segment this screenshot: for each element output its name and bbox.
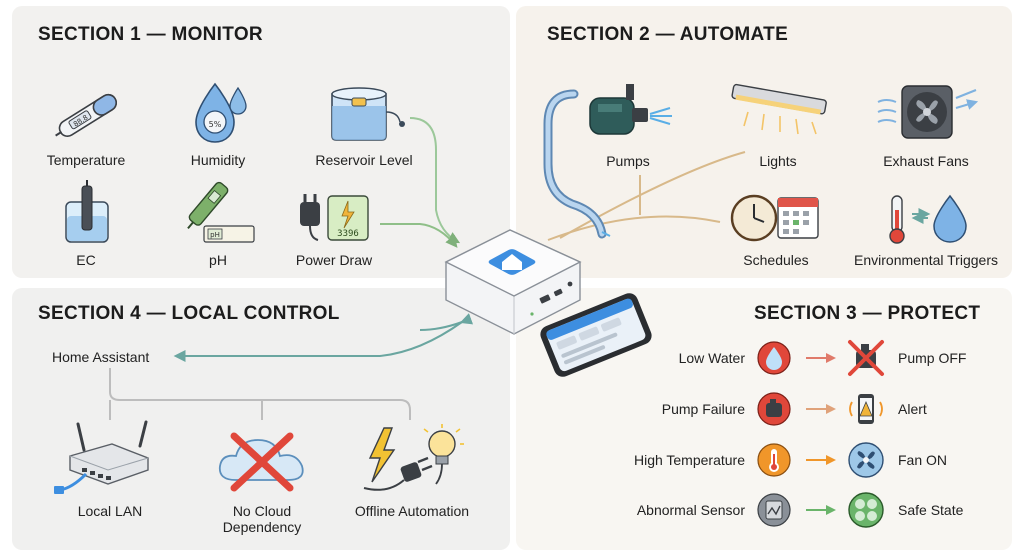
pumps-label: Pumps [606,153,650,169]
alert-phone-icon [849,394,883,424]
exhaust-fan-icon [877,85,980,139]
offline-automation-label: Offline Automation [354,503,470,519]
grow-light-icon [731,83,827,135]
abnormal-sensor-icon [757,493,791,527]
section-protect-title: SECTION 3 — PROTECT [754,303,981,324]
hygrometer-reading: 5% [209,120,222,129]
power-meter-reading: 3396 [337,229,359,239]
thermometer-icon: 88.8 [55,93,118,137]
reservoir-tank-icon [331,87,405,141]
pump-failure-icon [757,392,791,426]
high-temperature-label: High Temperature [633,452,745,468]
high-temperature-icon [757,443,791,477]
router-icon [54,420,149,494]
lights-label: Lights [759,153,797,169]
power-meter-icon: 3396 [300,194,369,241]
local-lan-label: Local LAN [77,503,143,519]
humidity-drop-icon: 5% [195,82,247,143]
section-monitor-title: SECTION 1 — MONITOR [38,24,263,45]
smartphone-app-icon [540,293,652,377]
fan-on-icon [848,442,884,478]
pump-off-label: Pump OFF [898,350,967,366]
section-local-control-title: SECTION 4 — LOCAL CONTROL [38,303,340,324]
ph-label: pH [209,252,227,268]
exhaust-fans-label: Exhaust Fans [883,153,969,169]
protect-arrows [806,353,836,515]
safe-state-label: Safe State [898,502,964,518]
temperature-label: Temperature [46,152,126,168]
safe-state-icon [848,492,884,528]
schedules-label: Schedules [743,252,809,268]
environmental-trigger-icon [889,194,967,244]
fan-on-label: Fan ON [898,452,948,468]
ec-probe-icon [65,180,109,243]
pump-off-icon [848,340,884,376]
low-water-icon [757,341,791,375]
reservoir-level-label: Reservoir Level [315,152,413,168]
home-assistant-label: Home Assistant [52,349,150,365]
power-draw-label: Power Draw [295,252,373,268]
alert-label: Alert [898,401,927,417]
ec-label: EC [76,252,96,268]
ph-meter-text: pH [210,231,220,239]
environmental-triggers-label: Environmental Triggers [854,252,998,268]
pump-icon [543,84,672,239]
humidity-label: Humidity [190,152,246,168]
abnormal-sensor-label: Abnormal Sensor [636,502,745,518]
pump-failure-label: Pump Failure [661,401,745,417]
low-water-label: Low Water [678,350,745,366]
home-assistant-hub-icon [444,229,582,335]
schedule-clock-calendar-icon [730,194,819,242]
section-automate-title: SECTION 2 — AUTOMATE [547,24,789,45]
no-cloud-label: No Cloud Dependency [222,503,302,535]
no-cloud-icon [218,432,304,492]
offline-automation-icon [363,424,464,491]
ph-meter-icon: pH [187,181,255,243]
